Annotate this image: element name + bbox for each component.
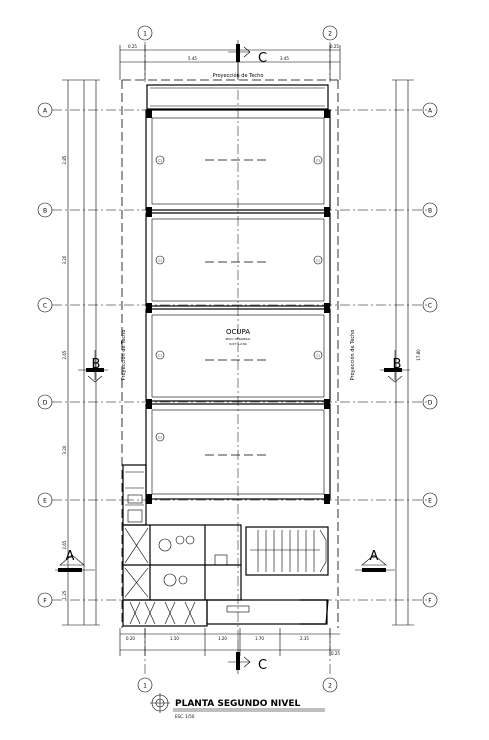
svg-text:E: E (43, 498, 47, 505)
top-dim-2: 5.45 (188, 56, 197, 61)
axis-bubble-bottom-2: 2 (322, 677, 338, 693)
svg-text:1.25: 1.25 (62, 590, 67, 599)
svg-text:C: C (43, 303, 47, 310)
svg-text:C: C (428, 303, 432, 310)
svg-text:F: F (428, 598, 432, 605)
svg-text:D: D (43, 400, 48, 407)
room-label: OCUPA PISO: CERAMICO N.P.T +2.80 (226, 328, 251, 346)
axis-bubble-top-1: 1 (137, 25, 153, 41)
svg-text:C1: C1 (316, 258, 320, 262)
plan-title: PLANTA SEGUNDO NIVEL (175, 699, 300, 709)
section-label-c-top: C (258, 51, 267, 66)
svg-text:1: 1 (143, 683, 147, 690)
projection-left-label: Proyección de Techo (120, 330, 127, 381)
svg-text:A: A (66, 549, 75, 564)
svg-text:E: E (428, 498, 432, 505)
svg-text:C1: C1 (158, 158, 162, 162)
top-dim-1: 0.25 (128, 44, 137, 49)
svg-text:C1: C1 (158, 353, 162, 357)
service-zone (122, 464, 329, 627)
column-tags: C1 C1 C1 C1 C1 C1 C1 (155, 155, 323, 442)
svg-text:B: B (393, 357, 402, 372)
svg-text:C1: C1 (316, 158, 320, 162)
projection-top-label: Proyección de Techo (213, 72, 264, 79)
svg-text:2.65: 2.65 (62, 540, 67, 549)
section-marker-c-bottom: C (228, 640, 267, 674)
svg-text:2: 2 (328, 683, 332, 690)
section-marker-a-right: A (355, 549, 395, 572)
left-axis-bubbles: A B C D E F (37, 102, 53, 608)
bottom-dimensions: 0.20 1.50 1.20 1.70 2.35 0.25 (119, 628, 340, 656)
svg-text:D: D (428, 400, 433, 407)
svg-text:2.85: 2.85 (62, 155, 67, 164)
svg-text:OCUPA: OCUPA (226, 328, 250, 336)
row-axes (52, 109, 430, 601)
svg-text:2.65: 2.65 (62, 350, 67, 359)
svg-text:1.70: 1.70 (255, 636, 264, 641)
svg-text:0.25: 0.25 (331, 651, 340, 656)
total-dimension: 17.80 (416, 349, 421, 361)
svg-text:A: A (43, 108, 48, 115)
right-dimensions: 17.80 (392, 79, 421, 626)
svg-text:2.35: 2.35 (300, 636, 309, 641)
section-marker-a-left: A (55, 549, 95, 572)
svg-text:0.20: 0.20 (126, 636, 135, 641)
svg-text:2: 2 (328, 31, 332, 38)
top-dim-3: 3.45 (280, 56, 289, 61)
axis-bubble-bottom-1: 1 (137, 677, 153, 693)
title-block: PLANTA SEGUNDO NIVEL ESC. 1/50 (150, 693, 325, 719)
axis-bubble-top-2: 2 (322, 25, 338, 41)
building-outline: Proyección de Techo (121, 72, 339, 628)
plan-scale: ESC. 1/50 (175, 714, 195, 719)
svg-text:3.20: 3.20 (62, 445, 67, 454)
svg-text:3.20: 3.20 (62, 255, 67, 264)
svg-text:F: F (43, 598, 47, 605)
svg-text:1: 1 (143, 31, 147, 38)
section-marker-c-top: C (228, 40, 267, 78)
svg-text:N.P.T +2.80: N.P.T +2.80 (229, 342, 247, 346)
svg-text:B: B (92, 357, 101, 372)
svg-text:B: B (428, 208, 432, 215)
projection-right-label: Proyección de Techo (349, 330, 356, 381)
svg-text:1.20: 1.20 (218, 636, 227, 641)
left-dimensions: 2.85 3.20 2.65 3.20 2.65 1.25 (62, 79, 100, 626)
svg-text:C1: C1 (316, 353, 320, 357)
section-marker-b-left: B (78, 350, 108, 383)
center-crosses (205, 159, 270, 456)
svg-text:1.50: 1.50 (170, 636, 179, 641)
svg-text:C1: C1 (158, 435, 162, 439)
top-dim-4: 0.25 (330, 44, 339, 49)
right-axis-bubbles: A B C D E F (422, 102, 438, 608)
svg-text:C: C (258, 658, 267, 673)
svg-text:PISO: CERAMICO: PISO: CERAMICO (226, 337, 251, 341)
svg-text:A: A (370, 549, 379, 564)
svg-text:B: B (43, 208, 47, 215)
svg-text:A: A (428, 108, 433, 115)
svg-text:C1: C1 (158, 258, 162, 262)
section-marker-b-right: B (380, 350, 410, 383)
